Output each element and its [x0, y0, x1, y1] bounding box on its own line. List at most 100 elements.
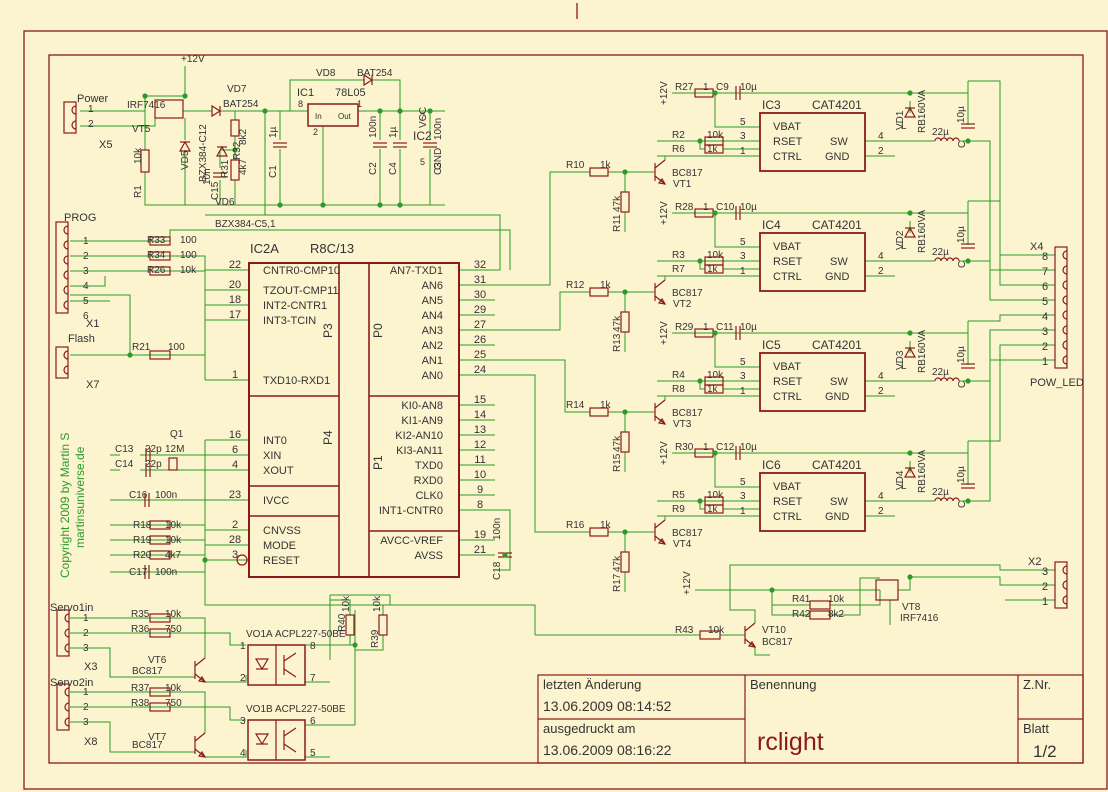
value-label: 22µ: [932, 247, 949, 258]
connector-pin-number: 2: [1042, 341, 1048, 353]
ref-label: VT7: [148, 732, 167, 743]
driver-pin-number: 2: [878, 266, 884, 277]
ref-label: R16: [566, 520, 585, 531]
value-label: 1µ: [268, 126, 279, 138]
connector-pin-number: 7: [1042, 266, 1048, 278]
junction-dot: [712, 450, 718, 456]
value-label: 10µ: [956, 226, 967, 243]
wire: [699, 501, 705, 510]
mcu-pin-name: KI2-AN10: [395, 430, 443, 442]
regulator-pin-number: 2: [313, 127, 318, 137]
mcu-pin-number: 15: [474, 394, 486, 406]
pin-number: 3: [240, 716, 246, 727]
ref-label: R5: [672, 490, 685, 501]
value-label: 10k: [372, 595, 383, 612]
transistor-emitter: [654, 175, 666, 185]
junction-dot: [202, 557, 208, 563]
transistor: [657, 177, 667, 185]
resistor: [149, 251, 171, 261]
wire: [70, 294, 131, 355]
junction-dot: [697, 258, 703, 264]
value-label: BC817: [132, 666, 163, 677]
port-label: P4: [321, 430, 335, 445]
name-label: Benennung: [750, 677, 817, 692]
value-label: BC817: [672, 528, 703, 539]
connector-body: [1054, 561, 1068, 609]
ref-label: R15: [612, 453, 623, 472]
resistor: [809, 600, 831, 610]
driver-pin-number: 1: [740, 506, 746, 517]
diode: [903, 346, 917, 358]
net-label: VCC: [418, 107, 429, 128]
ref-label: R3: [672, 250, 685, 261]
mcu-pin-number: 14: [474, 409, 486, 421]
wire: [495, 359, 590, 413]
driver-pin-name: RSET: [773, 376, 803, 388]
diode: [363, 73, 374, 87]
transistor-emitter: [194, 748, 206, 758]
transistor-emitter: [654, 415, 666, 425]
wire: [355, 635, 384, 651]
value-label: BZX384-C5,1: [215, 219, 276, 230]
junctions: [127, 90, 971, 648]
wire: [70, 721, 195, 753]
driver-pin-name: GND: [825, 151, 850, 163]
wire: [699, 381, 705, 390]
connector-pin-number: 6: [83, 311, 89, 322]
ref-label: C16: [129, 490, 148, 501]
junction-dot: [502, 552, 508, 558]
connector-pin: [63, 240, 69, 250]
transistor-collector: [654, 399, 666, 409]
mcu-pin-number: 25: [474, 349, 486, 361]
resistor: [704, 144, 724, 154]
wire: [968, 314, 1055, 322]
ref-label: IC1: [297, 87, 314, 99]
resistor: [140, 149, 150, 173]
mcu-pin-name: KI1-AN9: [401, 415, 443, 427]
components: [55, 73, 1068, 761]
wire: [495, 509, 511, 571]
connector-pin: [71, 120, 77, 130]
rail-label: +12V: [181, 54, 205, 65]
transistor-emitter: [194, 673, 206, 683]
wire: [830, 577, 880, 616]
mcu-pin-name: TZOUT-CMP11: [263, 285, 339, 297]
inductor: [934, 257, 960, 262]
mcu-pin-number: 2: [232, 519, 238, 531]
junction-dot: [622, 169, 628, 175]
resistor: [589, 167, 609, 177]
diode: [903, 106, 917, 118]
mcu-pin-name: CLK0: [415, 490, 443, 502]
ref-label: IC2: [413, 129, 432, 143]
mcu-pin-name: KI3-AN11: [396, 445, 443, 457]
resistor: [809, 610, 831, 620]
connector-pin: [64, 717, 70, 727]
value-label: 1k: [707, 504, 719, 515]
driver-pin-number: 1: [740, 386, 746, 397]
optocoupler-phototransistor: [283, 727, 297, 737]
connector-pin: [1062, 595, 1068, 605]
pin-number: 4: [240, 748, 246, 759]
connector-ref: X4: [1030, 241, 1043, 253]
connector-pin-number: 3: [83, 266, 89, 277]
resistor: [230, 119, 240, 137]
driver-ic-part: CAT4201: [812, 98, 862, 112]
mcu-pin-name: AVCC-VREF: [380, 535, 443, 547]
ref-label: R34: [147, 250, 166, 261]
resistor: [149, 613, 171, 623]
connector-ref: X7: [86, 379, 99, 391]
value-label: 1k: [600, 160, 612, 171]
mcu-pin-name: AN7-TXD1: [390, 265, 443, 277]
connector-pin-number: 5: [83, 296, 89, 307]
mcu-pin-name: KI0-AN8: [401, 400, 443, 412]
junction-dot: [377, 202, 383, 208]
ref-label: VO1A: [246, 629, 273, 640]
ref-label: VT8: [902, 602, 921, 613]
connector-pin: [64, 687, 70, 697]
optocoupler-phototransistor: [283, 743, 297, 753]
connector-pin: [63, 270, 69, 280]
mcu-pin-name: CNVSS: [263, 525, 301, 537]
wire: [714, 333, 760, 368]
value-label: 8k2: [828, 609, 845, 620]
mcu-pin-number: 29: [474, 304, 486, 316]
